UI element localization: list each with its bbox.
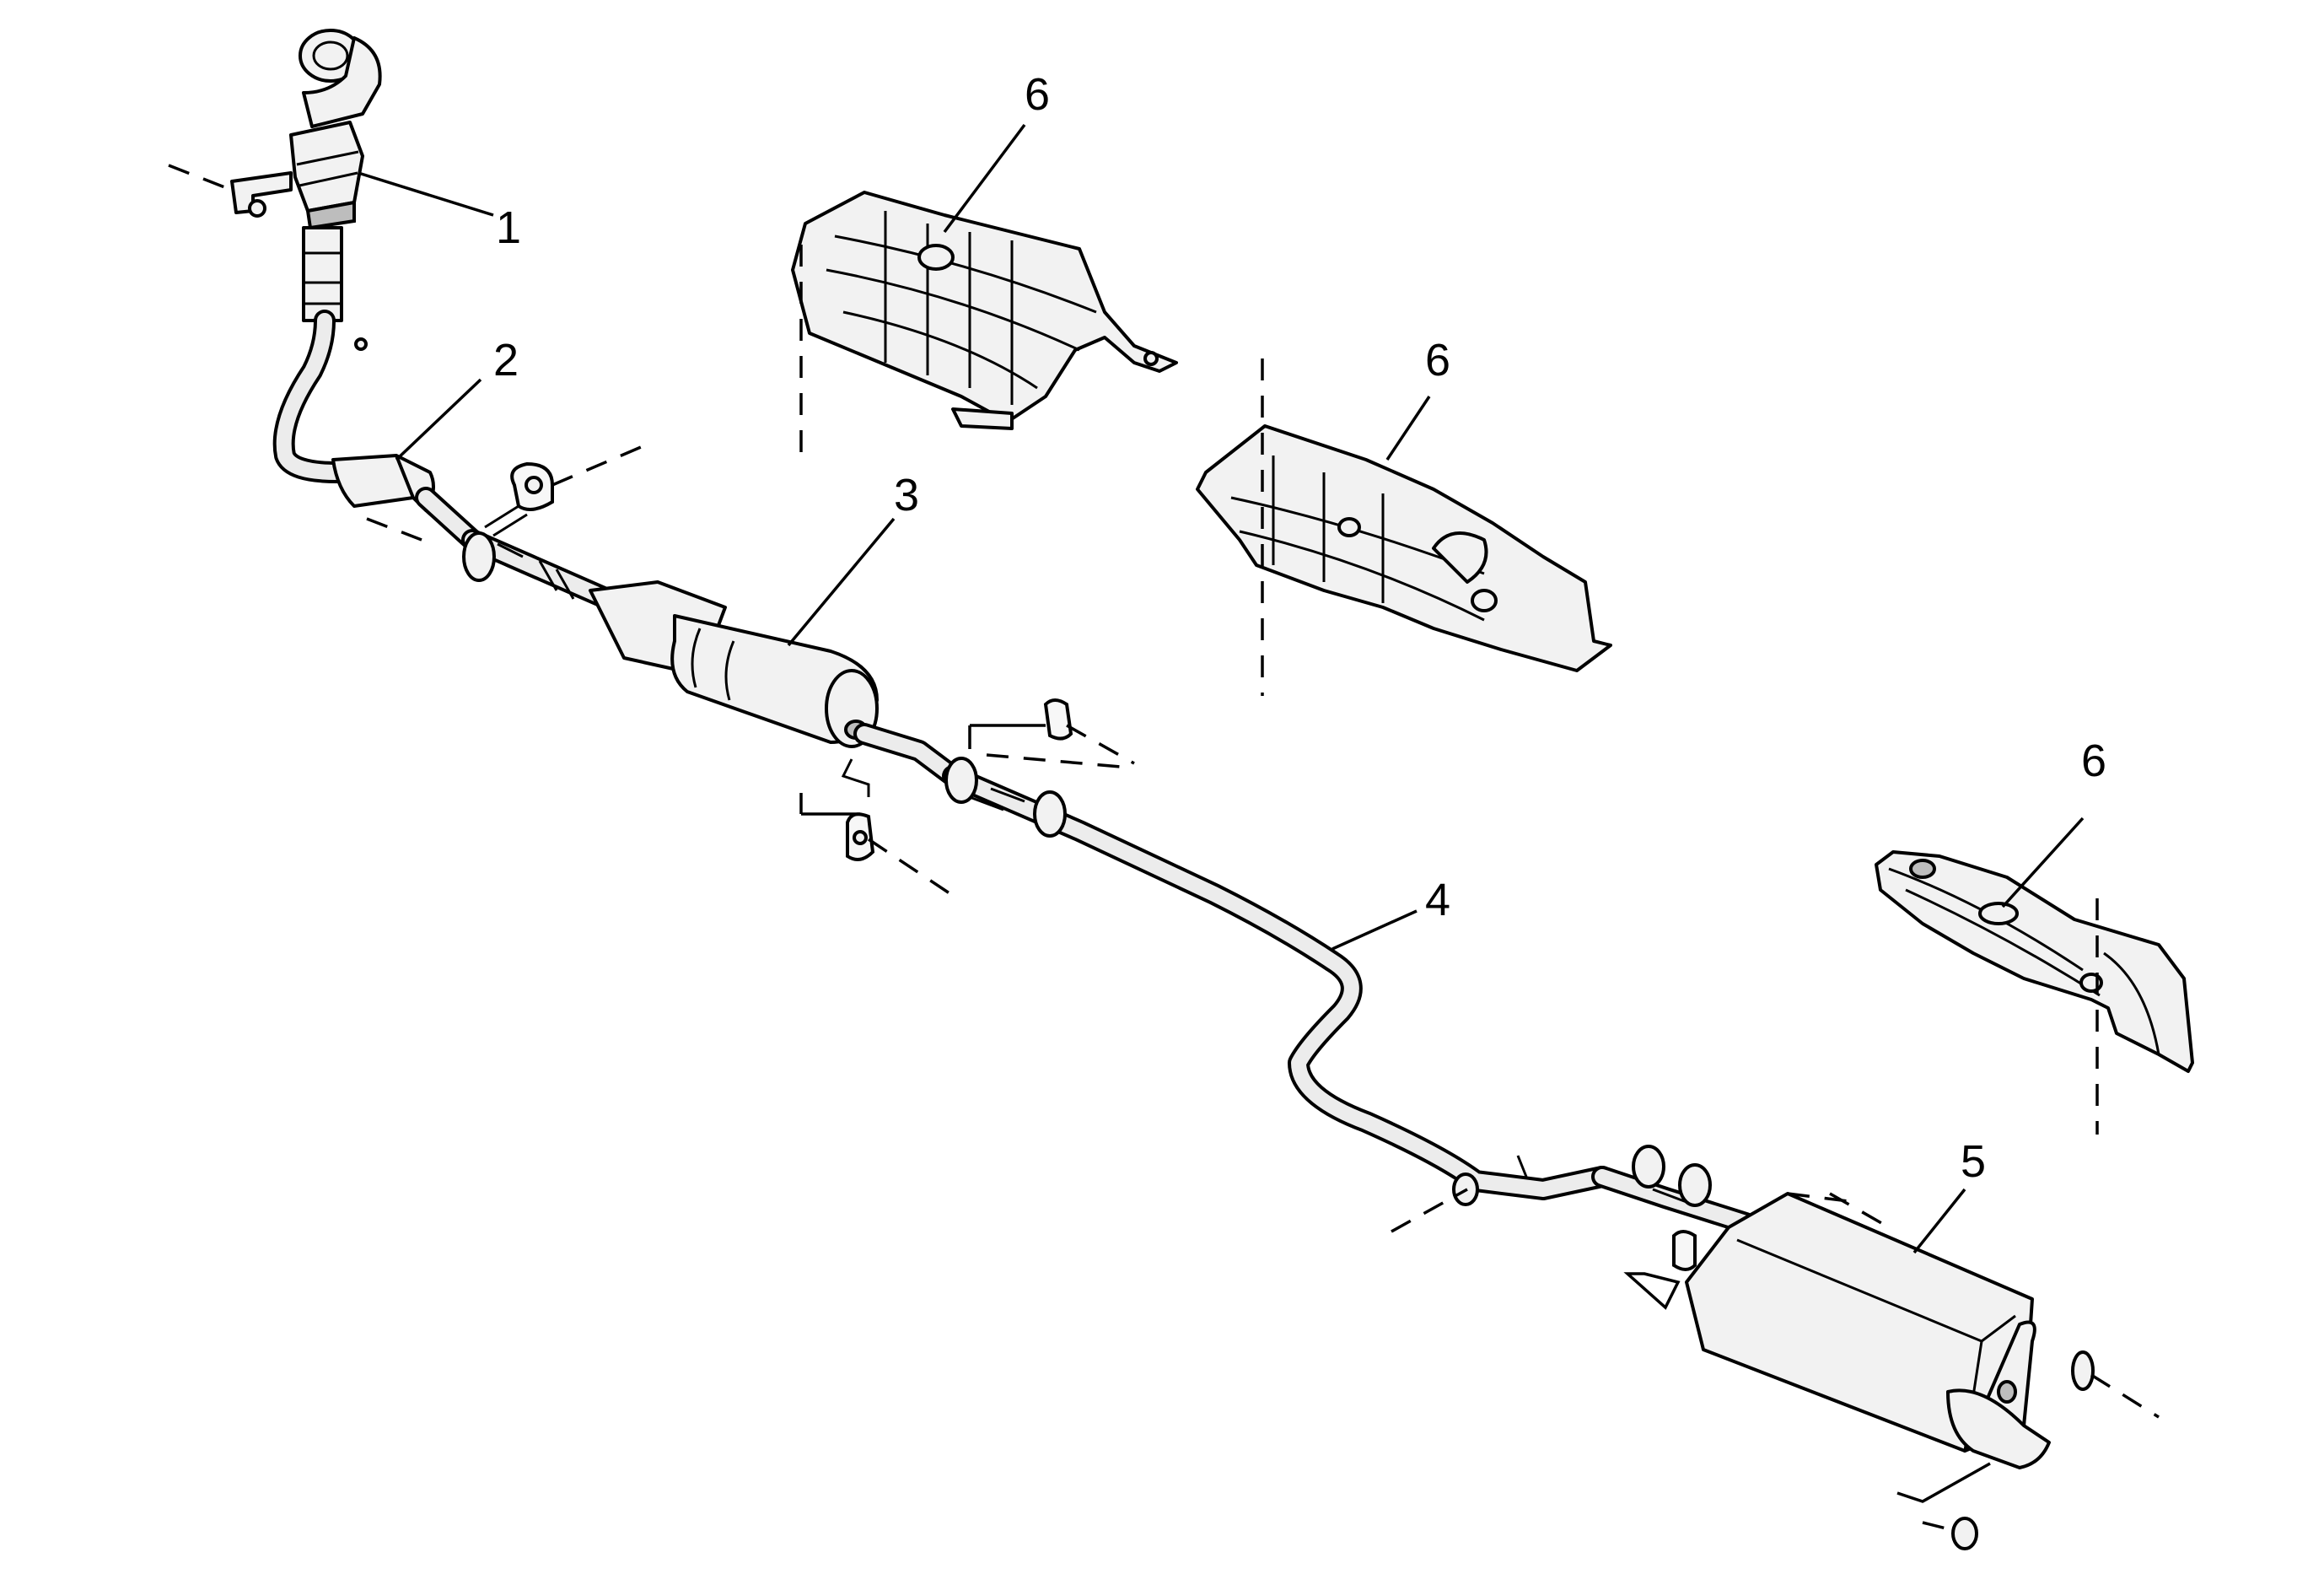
catalytic-converter-part-1 [168, 29, 382, 351]
heat-shield-part-6c [1875, 850, 2194, 1135]
callout-5: 5 [1961, 1136, 1986, 1187]
callout-4: 4 [1425, 875, 1450, 925]
callout-2: 2 [493, 335, 519, 385]
callout-6-middle: 6 [1425, 335, 1450, 385]
rear-muffler-part-5 [1591, 1145, 2160, 1550]
callout-6-top: 6 [1025, 69, 1050, 120]
callout-6-right: 6 [2081, 736, 2106, 786]
leader-lines [358, 123, 2085, 1254]
rear-pipe-part-4 [942, 757, 1613, 1233]
intermediate-pipe-part-3 [461, 529, 1135, 900]
heat-shield-part-6b [1196, 358, 1612, 696]
callout-1: 1 [496, 202, 521, 253]
heat-shield-part-6a [791, 191, 1178, 455]
front-pipe-part-2 [272, 310, 642, 551]
callout-3: 3 [894, 470, 919, 520]
